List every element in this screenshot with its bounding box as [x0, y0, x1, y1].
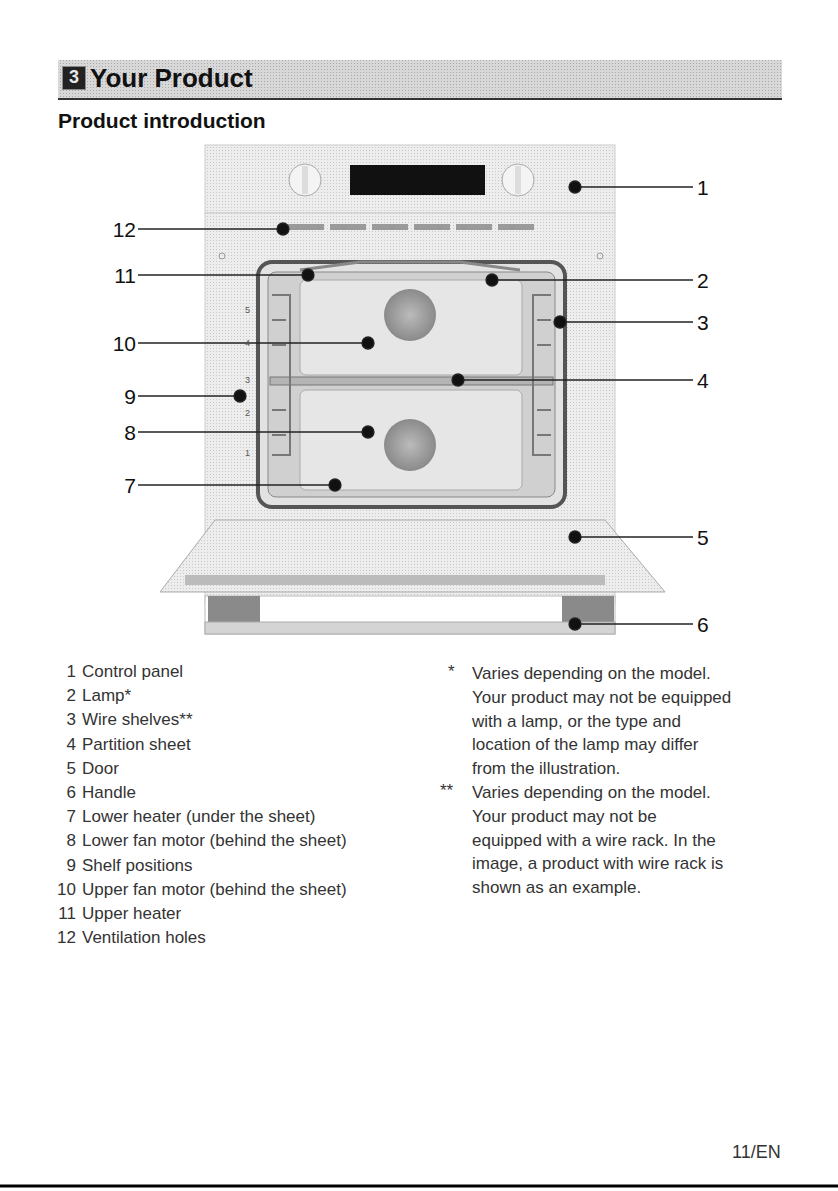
part-number: 1: [67, 662, 76, 682]
part-name: Control panel: [82, 662, 183, 682]
shelf-number: 4: [245, 338, 250, 349]
part-number: 4: [67, 735, 76, 755]
part-name: Handle: [82, 783, 136, 803]
part-number: 9: [67, 856, 76, 876]
part-number: 5: [67, 759, 76, 779]
section-subtitle: Product introduction: [58, 108, 266, 133]
callout-number: 7: [124, 473, 136, 498]
part-name: Upper fan motor (behind the sheet): [82, 880, 347, 900]
header-band: [58, 60, 782, 98]
callout-number: 8: [124, 420, 136, 445]
part-name: Lamp*: [82, 686, 131, 706]
section-number: 3: [69, 67, 79, 89]
callout-number: 5: [697, 525, 709, 550]
callout-number: 9: [124, 384, 136, 409]
callout-number: 10: [113, 331, 136, 356]
part-number: 12: [57, 928, 76, 948]
callout-number: 2: [697, 268, 709, 293]
part-name: Shelf positions: [82, 856, 193, 876]
part-number: 6: [67, 783, 76, 803]
part-name: Ventilation holes: [82, 928, 206, 948]
part-name: Lower fan motor (behind the sheet): [82, 831, 347, 851]
callout-number: 6: [697, 612, 709, 637]
part-name: Partition sheet: [82, 735, 191, 755]
part-number: 2: [67, 686, 76, 706]
footnote-mark: **: [440, 781, 453, 801]
shelf-number: 3: [245, 375, 250, 386]
part-number: 11: [58, 904, 76, 924]
footnote-text: Varies depending on the model. Your prod…: [472, 662, 737, 781]
leader-lines: [138, 181, 693, 630]
part-name: Door: [82, 759, 119, 779]
shelf-number: 2: [245, 408, 250, 419]
part-number: 10: [57, 880, 76, 900]
callout-number: 1: [697, 175, 709, 200]
page-title: Your Product: [90, 63, 253, 94]
part-name: Upper heater: [82, 904, 181, 924]
header-rule: [58, 98, 782, 100]
part-number: 7: [67, 807, 76, 827]
callout-number: 3: [697, 310, 709, 335]
footnote-mark: *: [448, 662, 455, 682]
part-number: 8: [67, 831, 76, 851]
page-number: 11/EN: [732, 1142, 781, 1164]
bottom-rule: [0, 1185, 838, 1188]
oven-illustration: [160, 145, 665, 634]
callout-number: 11: [114, 263, 136, 288]
part-name: Wire shelves**: [82, 710, 193, 730]
section-badge: 3: [62, 66, 86, 90]
footnote-text: Varies depending on the model. Your prod…: [472, 781, 727, 900]
shelf-number: 5: [245, 305, 250, 316]
callout-number: 12: [113, 217, 136, 242]
part-number: 3: [67, 710, 76, 730]
callout-number: 4: [697, 368, 709, 393]
shelf-number: 1: [245, 448, 250, 459]
part-name: Lower heater (under the sheet): [82, 807, 315, 827]
